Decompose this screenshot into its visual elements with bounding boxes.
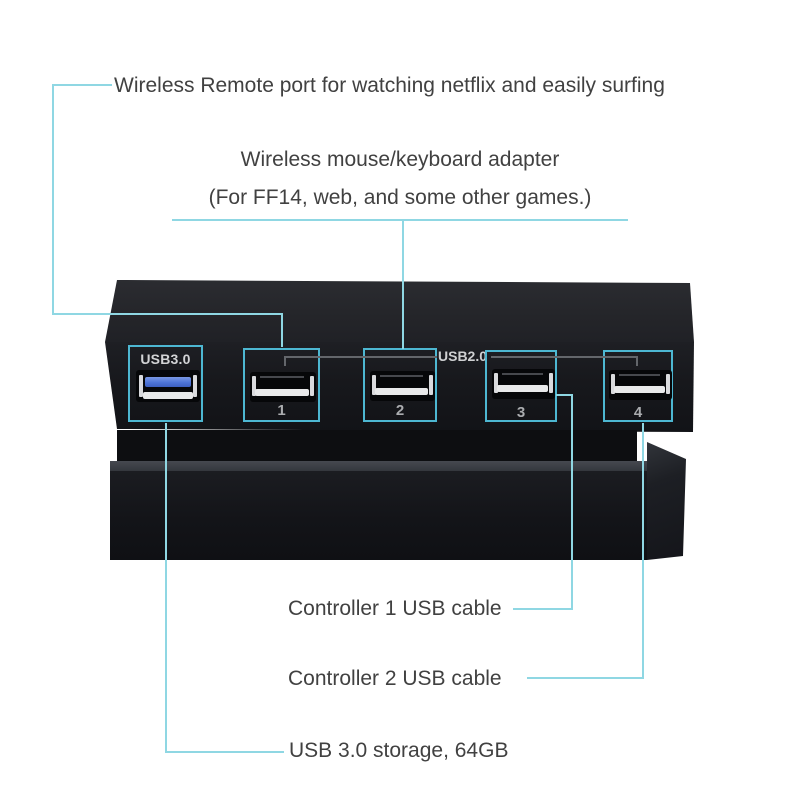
port-2-number: 2 (395, 402, 405, 419)
port-4-contacts (619, 374, 660, 376)
usb3-port-left-pin (139, 375, 143, 397)
port-3-right-pin (549, 373, 553, 393)
annotation-controller1: Controller 1 USB cable (288, 597, 502, 620)
port-3-left-pin (494, 373, 498, 393)
annotation-storage: USB 3.0 storage, 64GB (289, 739, 509, 762)
port-1-contacts (260, 376, 304, 378)
callout-box-port-4: 4 (603, 350, 673, 422)
port-4-bottom-bar (614, 386, 665, 393)
hub-base-front-face (110, 471, 647, 560)
port-4-number: 4 (633, 404, 643, 421)
port-1-left-pin (252, 376, 256, 396)
port-3-bottom-bar (497, 385, 548, 392)
annotation-mouse-keyboard-line1: Wireless mouse/keyboard adapter (240, 148, 560, 171)
usb3-port-right-pin (193, 375, 197, 397)
usb3-blue-tongue (145, 377, 191, 387)
port-3-contacts (502, 373, 543, 375)
port-1-number: 1 (277, 402, 286, 419)
hub-stand-neck (117, 430, 637, 462)
port-2-bottom-bar (375, 388, 428, 395)
port-2-contacts (380, 375, 423, 377)
usb3-port-bottom-bar (143, 392, 193, 399)
annotation-mouse-keyboard-line2: (For FF14, web, and some other games.) (208, 186, 592, 209)
port-1-right-pin (310, 376, 314, 396)
usb3-port (136, 370, 200, 402)
port-4-right-pin (666, 374, 670, 394)
usb2-port-1 (250, 372, 316, 402)
usb2-port-3 (492, 369, 555, 399)
port-1-bottom-bar (255, 389, 309, 396)
usb2-port-4 (609, 370, 672, 400)
callout-box-port-1: 1 (243, 348, 320, 422)
annotation-controller2: Controller 2 USB cable (288, 667, 502, 690)
port-2-left-pin (372, 375, 376, 395)
port-3-number: 3 (516, 404, 526, 421)
hub-base-right-cap (647, 442, 686, 560)
hub-top-face (105, 280, 694, 342)
callout-box-usb3-port: USB3.0 (128, 345, 203, 422)
usb2-group-label: USB2.0 (438, 348, 488, 364)
port-4-left-pin (611, 374, 615, 394)
callout-box-port-2: 2 (363, 348, 437, 422)
usb2-port-2 (370, 371, 435, 401)
annotation-wireless-remote: Wireless Remote port for watching netfli… (114, 74, 665, 97)
callout-box-port-3: 3 (485, 350, 557, 422)
port-2-right-pin (429, 375, 433, 395)
hub-base-top-face (110, 461, 647, 471)
usb3-port-label: USB3.0 (140, 351, 191, 367)
